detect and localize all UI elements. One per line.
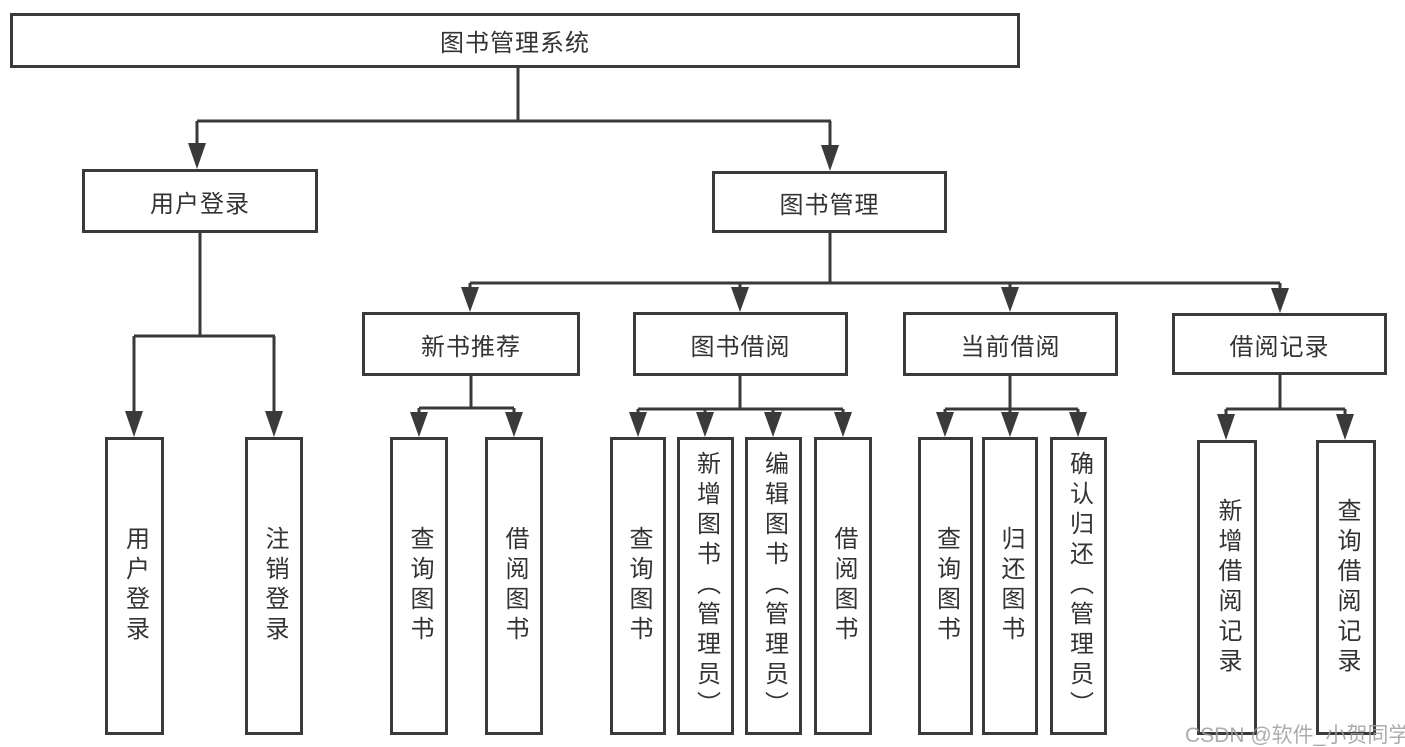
connector-user-login-children	[125, 233, 283, 437]
node-leaf-login: 用户登录	[105, 437, 164, 735]
node-current-borrow-label: 当前借阅	[960, 333, 1061, 361]
node-leaf-br-add-record: 新增借阅记录	[1197, 440, 1257, 735]
node-book-borrow-label: 图书借阅	[690, 333, 791, 361]
connector-book-borrow-children	[629, 376, 852, 437]
node-leaf-rec-query-book: 查询图书	[390, 437, 448, 735]
connector-borrow-record-children	[1217, 375, 1354, 440]
node-leaf-login-label: 用户登录	[121, 526, 149, 646]
node-leaf-br-query-record: 查询借阅记录	[1316, 440, 1376, 735]
node-new-book-rec-label: 新书推荐	[421, 333, 521, 361]
node-book-borrow: 图书借阅	[633, 312, 848, 376]
node-leaf-bb-borrow-book-label: 借阅图书	[830, 526, 857, 646]
node-leaf-bb-add-book-label: 新增图书（管理员）	[692, 451, 720, 721]
node-leaf-bb-add-book: 新增图书（管理员）	[677, 437, 734, 735]
node-leaf-cb-query-book: 查询图书	[918, 437, 973, 735]
node-leaf-bb-query-book: 查询图书	[610, 437, 666, 735]
node-leaf-logout: 注销登录	[245, 437, 303, 735]
node-new-book-rec: 新书推荐	[362, 312, 580, 376]
connector-book-mgmt-children	[461, 233, 1289, 313]
node-root: 图书管理系统	[10, 13, 1020, 68]
node-user-login-label: 用户登录	[150, 190, 250, 218]
node-leaf-bb-edit-book-label: 编辑图书（管理员）	[760, 451, 788, 721]
csdn-watermark: CSDN @软件_小贺同学	[1185, 724, 1405, 747]
connector-new-book-rec-children	[410, 376, 523, 437]
node-root-label: 图书管理系统	[440, 30, 590, 57]
node-leaf-rec-borrow-book-label: 借阅图书	[501, 526, 528, 646]
node-leaf-rec-borrow-book: 借阅图书	[485, 437, 543, 735]
node-leaf-cb-return-book: 归还图书	[982, 437, 1038, 735]
node-leaf-bb-query-book-label: 查询图书	[625, 526, 652, 646]
node-leaf-rec-query-book-label: 查询图书	[406, 526, 433, 646]
connector-current-borrow-children	[936, 376, 1087, 437]
node-leaf-br-query-record-label: 查询借阅记录	[1333, 497, 1360, 678]
node-borrow-record-label: 借阅记录	[1229, 333, 1330, 361]
node-leaf-cb-confirm-return: 确认归还（管理员）	[1050, 437, 1107, 735]
node-leaf-cb-query-book-label: 查询图书	[932, 526, 960, 646]
node-borrow-record: 借阅记录	[1172, 313, 1387, 375]
connector-root-children	[188, 68, 839, 171]
node-book-mgmt: 图书管理	[712, 171, 947, 233]
node-leaf-logout-label: 注销登录	[261, 526, 288, 646]
node-leaf-bb-edit-book: 编辑图书（管理员）	[745, 437, 802, 735]
node-leaf-cb-return-book-label: 归还图书	[997, 526, 1024, 646]
node-current-borrow: 当前借阅	[903, 312, 1118, 376]
node-user-login: 用户登录	[82, 169, 318, 233]
node-leaf-bb-borrow-book: 借阅图书	[814, 437, 872, 735]
node-book-mgmt-label: 图书管理	[779, 191, 880, 219]
node-leaf-cb-confirm-return-label: 确认归还（管理员）	[1065, 451, 1093, 721]
node-leaf-br-add-record-label: 新增借阅记录	[1214, 497, 1241, 678]
